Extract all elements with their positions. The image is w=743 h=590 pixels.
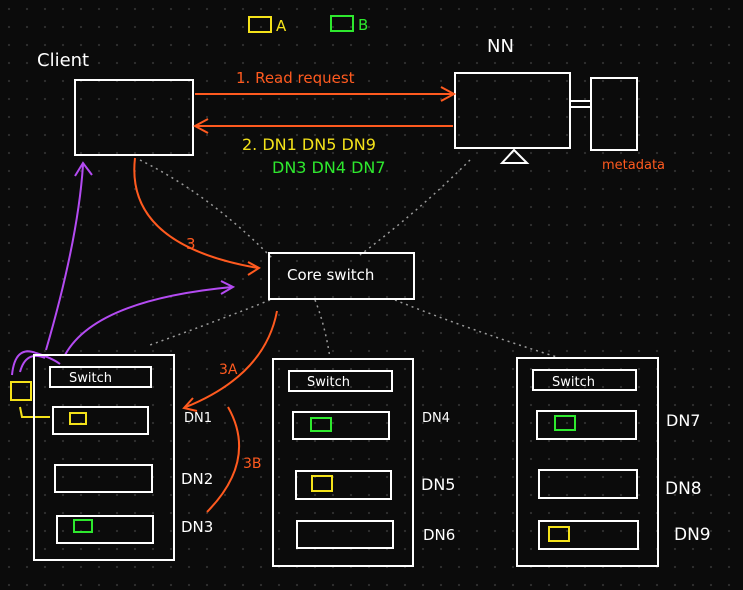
step3a-arrow [185,310,278,408]
namenode-stand [499,148,530,164]
return-path-to-client [45,164,84,351]
dn5-box [295,470,392,500]
dn1-block-a [69,412,87,425]
dn7-label: DN7 [666,411,700,430]
return-path-to-core [64,286,233,356]
rack-1-switch-box [49,366,152,388]
step3-arrowhead [247,261,261,276]
response-line2: DN3 DN4 DN7 [272,158,386,177]
rack-3-box [516,357,659,567]
client-label: Client [37,50,89,71]
dn2-label: DN2 [181,470,213,488]
step3a-arrowhead [182,397,198,412]
core-switch-box [268,252,415,300]
dn6-box [296,520,394,549]
read-request-arrowhead [440,86,457,102]
dn3-block-b [73,519,93,533]
step3b-arrow [206,406,240,513]
dn3-label: DN3 [181,518,213,536]
namenode-box [454,72,571,149]
return-loop [11,350,61,376]
rack-1-switch-label: Switch [69,371,112,386]
rack-3-switch-label: Switch [552,375,595,390]
network-links [139,159,561,359]
moving-block-arrow [19,406,50,418]
metadata-box [590,77,638,151]
step3-label: 3 [186,235,196,253]
legend-b-label: B [358,16,368,34]
rack-1-box [33,354,175,561]
legend-a-label: A [276,17,287,35]
step3-arrow [133,157,259,269]
dn4-block-b [310,417,332,432]
dn7-block-b [554,415,576,431]
client-box [74,79,194,156]
response-arrowhead [192,118,209,134]
metadata-label: metadata [602,158,665,173]
dn5-label: DN5 [421,475,455,494]
rack-1: Switch [33,354,175,561]
step3b-label: 3B [243,456,262,472]
dn9-box [538,520,639,550]
step3a-label: 3A [219,362,238,378]
rack-2: Switch [272,358,414,567]
read-request-label: 1. Read request [236,69,355,87]
dn8-label: DN8 [665,479,702,499]
dn5-block-a [311,475,333,492]
return-arrowhead-client [74,161,93,177]
dn9-label: DN9 [674,525,711,545]
return-arrowhead-core [220,280,236,295]
rack-2-switch-box [288,370,393,392]
dn1-box [52,406,149,435]
namenode-label: NN [487,36,514,57]
return-loop-2 [19,354,46,373]
legend-b-block [330,15,354,32]
dn6-label: DN6 [423,526,455,544]
dn3-box [56,515,154,544]
dn4-label: DN4 [422,411,450,426]
response-line1: 2. DN1 DN5 DN9 [242,135,376,154]
dn1-label: DN1 [184,411,212,426]
rack-2-box [272,358,414,567]
rack-2-switch-label: Switch [307,375,350,390]
core-switch-label: Core switch [287,266,374,284]
dn8-box [538,469,638,499]
dn9-block-a [548,526,570,542]
dn7-box [536,410,637,440]
dn4-box [292,411,390,440]
moving-block-a [10,381,32,401]
legend-a-block [248,16,272,33]
rack-3-switch-box [532,369,637,391]
rack-3: Switch [516,357,659,567]
dn2-box [54,464,153,493]
